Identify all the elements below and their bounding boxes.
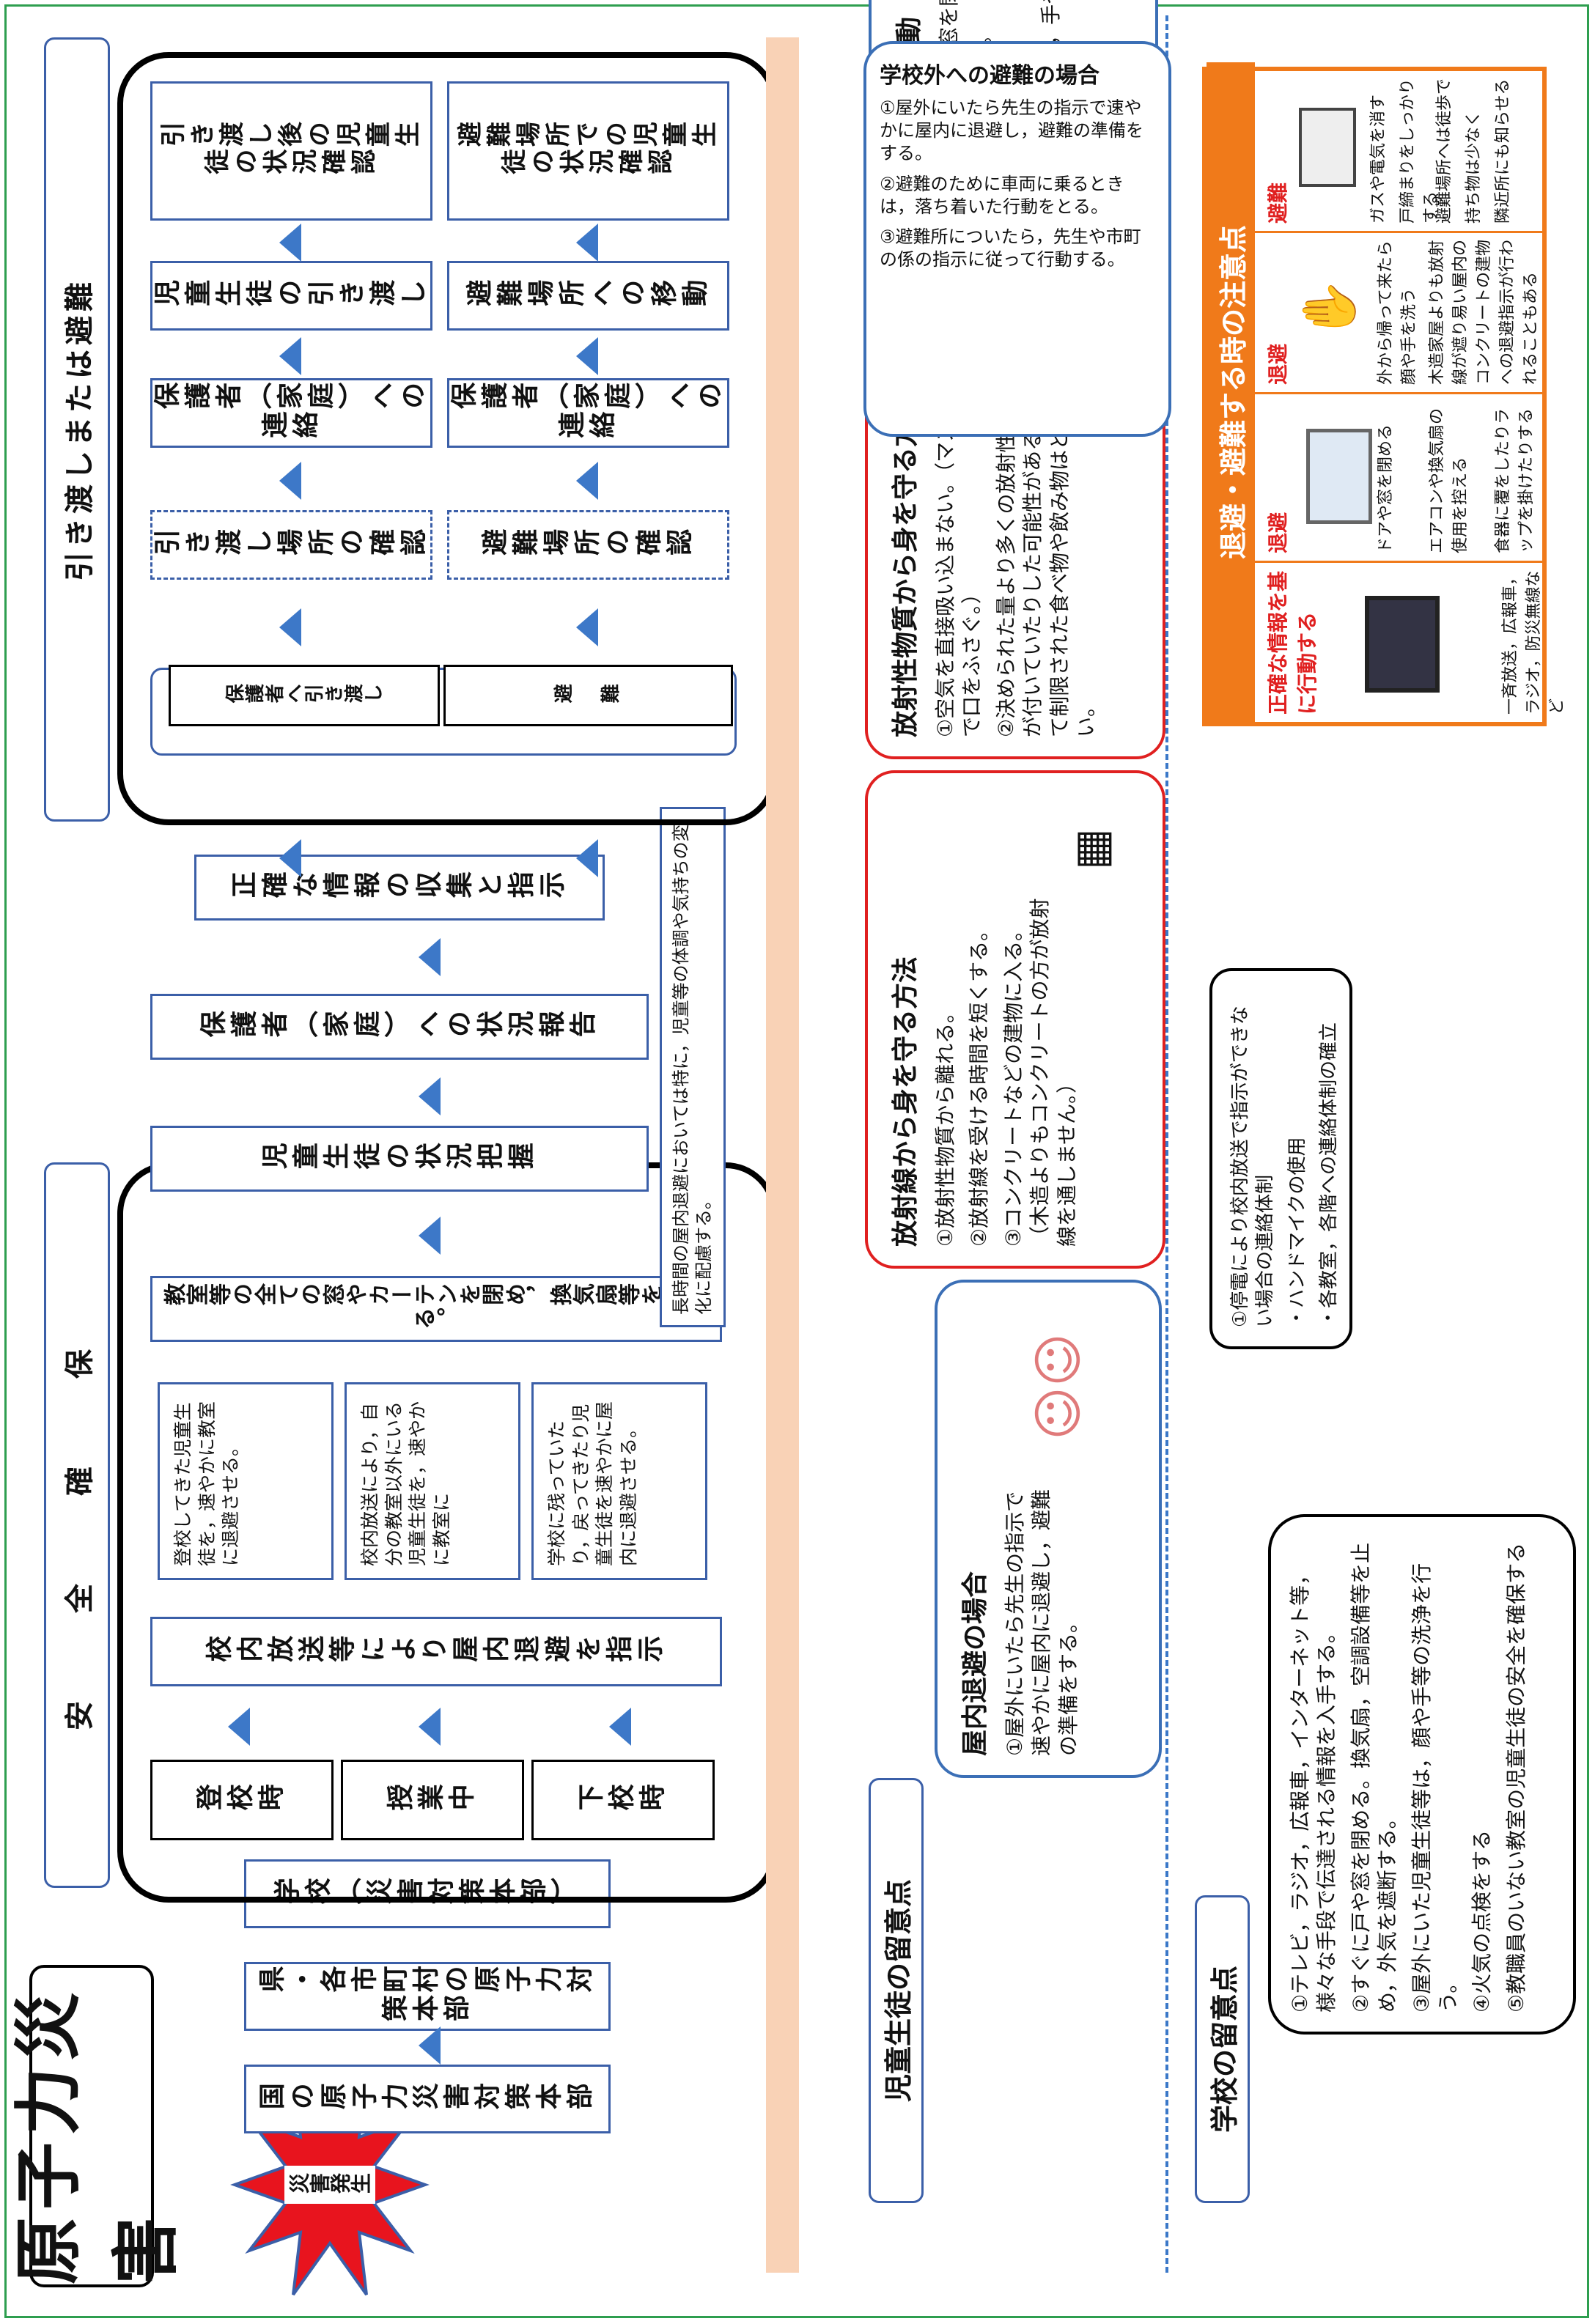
page-frame (4, 4, 1589, 2318)
col1-title: 正確な情報を基に行動する (1266, 570, 1319, 715)
time-departure: 下校時 (531, 1760, 715, 1840)
illustration-col3: 退避 ✋ 外から帰って来たら顔や手を洗う 木造家屋よりも放射線が遮り易い屋内のコ… (1255, 231, 1542, 392)
school-card-info: ①テレビ，ラジオ，広報車，インターネット等，様々な手段で伝達される情報を入手する… (1268, 1514, 1576, 2035)
arrow-up (568, 608, 606, 646)
arrow-up (271, 608, 309, 646)
chain-national-hq: 国の原子力災害対策本部 (244, 2065, 611, 2133)
time-arrival: 登校時 (150, 1760, 334, 1840)
safety-step-student-status: 児童生徒の状況把握 (150, 1126, 649, 1192)
section-handover-label: 引き渡しまたは避難 (63, 278, 97, 581)
students-illustration: ☺☺ (1028, 1333, 1088, 1440)
arrow-up (410, 2026, 449, 2065)
chain-prefecture-hq: 県・各市町村の原子力対策本部 (244, 1962, 611, 2031)
evac-step-move: 避難場所への移動 (447, 261, 729, 331)
divider-band (766, 37, 799, 2273)
student-section-title: 児童生徒の留意点 (869, 1778, 924, 2203)
illustration-col1: 正確な情報を基に行動する 一斉放送，広報車，ラジオ，防災無線など (1255, 561, 1566, 722)
card-indoor-body: ①屋外にいたら先生の指示で速やかに屋内に退避し，避難の準備をする。 (1003, 1489, 1080, 1756)
card-radiation-title: 放射線から身を守る方法 (891, 956, 921, 1247)
section-handover-lane: 引き渡しまたは避難 (44, 37, 110, 822)
time-class: 授業中 (341, 1760, 524, 1840)
card-outside-title: 学校外への避難の場合 (880, 63, 1099, 89)
section-safety-lane: 安 全 確 保 (44, 1162, 110, 1888)
school-card-communication: ①停電により校内放送で指示ができない場合の連絡体制 ・ハンドマイクの使用 ・各教… (1209, 968, 1352, 1349)
evac-step-contact: 保護者（家庭）への連絡 (447, 378, 729, 448)
handover-step-handover: 児童生徒の引き渡し (150, 261, 432, 331)
col1-caption: 一斉放送，広報車，ラジオ，防災無線など (1501, 569, 1566, 715)
instruction-option-handover: 保護者へ引き渡し (169, 665, 440, 726)
evac-step-confirm: 避難場所での児童生徒の状況確認 (447, 81, 729, 221)
handover-step-confirm: 引き渡し後の児童生徒の状況確認 (150, 81, 432, 221)
card-indoor-title: 屋内退避の場合 (960, 1571, 990, 1756)
illustration-col4: 避難 ガスや電気を消す 戸締まりをしっかりする 避難場所へは徒歩で 持ち物は少な… (1266, 78, 1512, 224)
tv-icon (1365, 596, 1440, 693)
safety-step-report: 保護者（家庭）への状況報告 (150, 994, 649, 1060)
page-title: 原子力災害 (10, 1985, 185, 2284)
indoor-instruction-box: 校内放送等により屋内退避を指示 (150, 1617, 722, 1686)
arrow-up (568, 462, 606, 500)
arrow-up (601, 1708, 639, 1746)
gas-meter-icon (1299, 108, 1356, 187)
arrow-up (410, 938, 449, 976)
card-indoor-evacuation: 屋内退避の場合 ①屋外にいたら先生の指示で速やかに屋内に退避し，避難の準備をする… (935, 1280, 1162, 1778)
arrow-up (271, 224, 309, 262)
arrow-up (568, 839, 606, 877)
page-title-scroll: 原子力災害 (10, 1965, 185, 2287)
case-departure: 学校に残っていたり，戻ってきたり児童生徒を速やかに屋内に退避させる。 (531, 1382, 707, 1580)
illustration-col2: 退避 ドアや窓を閉める エアコンや換気扇の使用を控える 食器に覆をしたりラップを… (1255, 392, 1542, 561)
disaster-start-label: 災害発生 (275, 2126, 385, 2243)
school-building-icon: ▦ (1066, 828, 1117, 870)
safety-step-close-windows: 教室等の全ての窓やカーテンを閉め，換気扇等を止める。 (150, 1276, 722, 1342)
illustration-panel: 退避・避難する時の注意点 正確な情報を基に行動する 一斉放送，広報車，ラジオ，防… (1202, 62, 1566, 726)
card-radiation-protection: 放射線から身を守る方法 ①放射性物質から離れる。 ②放射線を受ける時間を短くする… (865, 770, 1165, 1269)
case-class: 校内放送により，自分の教室以外にいる児童生徒を，速やかに教室に (345, 1382, 520, 1580)
arrow-up (271, 462, 309, 500)
arrow-up (271, 337, 309, 375)
arrow-up (271, 839, 309, 877)
handover-step-place: 引き渡し場所の確認 (150, 510, 432, 580)
handover-step-contact: 保護者（家庭）への連絡 (150, 378, 432, 448)
case-arrival: 登校してきた児童生徒を，速やかに教室に退避させる。 (158, 1382, 334, 1580)
instruction-option-evacuate: 避 難 (443, 665, 733, 726)
safety-step-info: 正確な情報の収集と指示 (194, 855, 605, 921)
window-icon (1306, 429, 1372, 524)
safety-note: 長時間の屋内退避においては特に，児童等の体調や気持ちの変化に配慮する。 (660, 807, 726, 1327)
instruction-title (740, 668, 741, 756)
handwash-icon: ✋ (1299, 276, 1359, 341)
arrow-up (410, 1708, 449, 1746)
section-safety-label: 安 全 確 保 (63, 1320, 97, 1730)
arrow-up (568, 224, 606, 262)
evac-step-place: 避難場所の確認 (447, 510, 729, 580)
school-section-title: 学校の留意点 (1195, 1895, 1250, 2203)
arrow-up (220, 1708, 258, 1746)
arrow-up (410, 1077, 449, 1115)
arrow-up (410, 1217, 449, 1255)
illustration-header: 退避・避難する時の注意点 (1207, 62, 1255, 722)
arrow-up (568, 337, 606, 375)
card-outside-evacuation: 学校外への避難の場合 ①屋外にいたら先生の指示で速やかに屋内に退避し，避難の準備… (863, 41, 1171, 437)
start-text: 災害発生 (284, 2166, 375, 2204)
